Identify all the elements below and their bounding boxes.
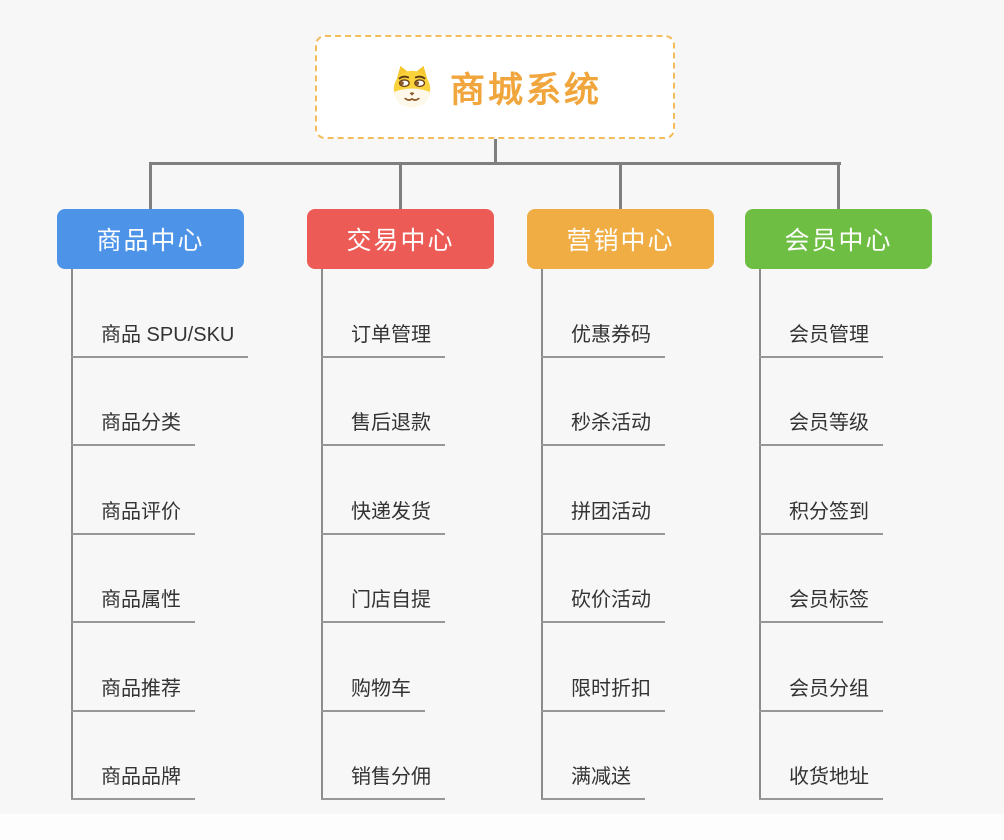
- branch-line-product: [71, 269, 73, 800]
- child-node-bargain-activity[interactable]: 砍价活动: [541, 583, 665, 623]
- child-node-group-buying[interactable]: 拼团活动: [541, 495, 665, 535]
- drop-line-product: [149, 164, 152, 210]
- branch-children-trade: 订单管理 售后退款 快递发货 门店自提 购物车 销售分佣: [321, 269, 557, 800]
- child-node-product-attribute[interactable]: 商品属性: [71, 583, 195, 623]
- child-node-coupon-code[interactable]: 优惠券码: [541, 318, 665, 358]
- child-node-shopping-cart[interactable]: 购物车: [321, 672, 425, 712]
- child-node-product-recommend[interactable]: 商品推荐: [71, 672, 195, 712]
- branch-bus-line: [149, 162, 841, 165]
- child-node-shipping-address[interactable]: 收货地址: [759, 760, 883, 800]
- branch-line-member: [759, 269, 761, 800]
- child-node-product-category[interactable]: 商品分类: [71, 406, 195, 446]
- branch-head-marketing[interactable]: 营销中心: [527, 209, 714, 269]
- child-node-after-sale-refund[interactable]: 售后退款: [321, 406, 445, 446]
- drop-line-member: [837, 164, 840, 210]
- drop-line-marketing: [619, 164, 622, 210]
- branch-children-marketing: 优惠券码 秒杀活动 拼团活动 砍价活动 限时折扣 满减送: [541, 269, 777, 800]
- child-node-product-review[interactable]: 商品评价: [71, 495, 195, 535]
- child-node-express-delivery[interactable]: 快递发货: [321, 495, 445, 535]
- child-node-product-brand[interactable]: 商品品牌: [71, 760, 195, 800]
- root-stem-line: [494, 139, 497, 164]
- root-title: 商城系统: [449, 70, 602, 110]
- child-node-member-management[interactable]: 会员管理: [759, 318, 883, 358]
- child-node-member-group[interactable]: 会员分组: [759, 672, 883, 712]
- child-node-member-level[interactable]: 会员等级: [759, 406, 883, 446]
- branch-product: 商品中心 商品 SPU/SKU 商品分类 商品评价 商品属性 商品推荐 商品品牌: [57, 209, 307, 800]
- child-node-store-pickup[interactable]: 门店自提: [321, 583, 445, 623]
- root-node[interactable]: 商城系统: [315, 35, 675, 139]
- child-node-order-management[interactable]: 订单管理: [321, 318, 445, 358]
- child-node-sales-commission[interactable]: 销售分佣: [321, 760, 445, 800]
- child-node-product-spu-sku[interactable]: 商品 SPU/SKU: [71, 318, 249, 358]
- child-node-flash-sale[interactable]: 秒杀活动: [541, 406, 665, 446]
- doge-icon: [393, 65, 431, 108]
- branch-line-marketing: [541, 269, 543, 800]
- branch-line-trade: [321, 269, 323, 800]
- branch-head-member[interactable]: 会员中心: [745, 209, 932, 269]
- branch-trade: 交易中心 订单管理 售后退款 快递发货 门店自提 购物车 销售分佣: [307, 209, 557, 800]
- canvas-footer-strip: [0, 814, 1004, 840]
- branch-marketing: 营销中心 优惠券码 秒杀活动 拼团活动 砍价活动 限时折扣 满减送: [527, 209, 777, 800]
- branch-children-product: 商品 SPU/SKU 商品分类 商品评价 商品属性 商品推荐 商品品牌: [71, 269, 307, 800]
- branch-member: 会员中心 会员管理 会员等级 积分签到 会员标签 会员分组 收货地址: [745, 209, 995, 800]
- child-node-limited-time-discount[interactable]: 限时折扣: [541, 672, 665, 712]
- branch-head-product[interactable]: 商品中心: [57, 209, 244, 269]
- branch-children-member: 会员管理 会员等级 积分签到 会员标签 会员分组 收货地址: [759, 269, 995, 800]
- drop-line-trade: [399, 164, 402, 210]
- child-node-points-checkin[interactable]: 积分签到: [759, 495, 883, 535]
- branch-head-trade[interactable]: 交易中心: [307, 209, 494, 269]
- child-node-full-reduction[interactable]: 满减送: [541, 760, 645, 800]
- child-node-member-tag[interactable]: 会员标签: [759, 583, 883, 623]
